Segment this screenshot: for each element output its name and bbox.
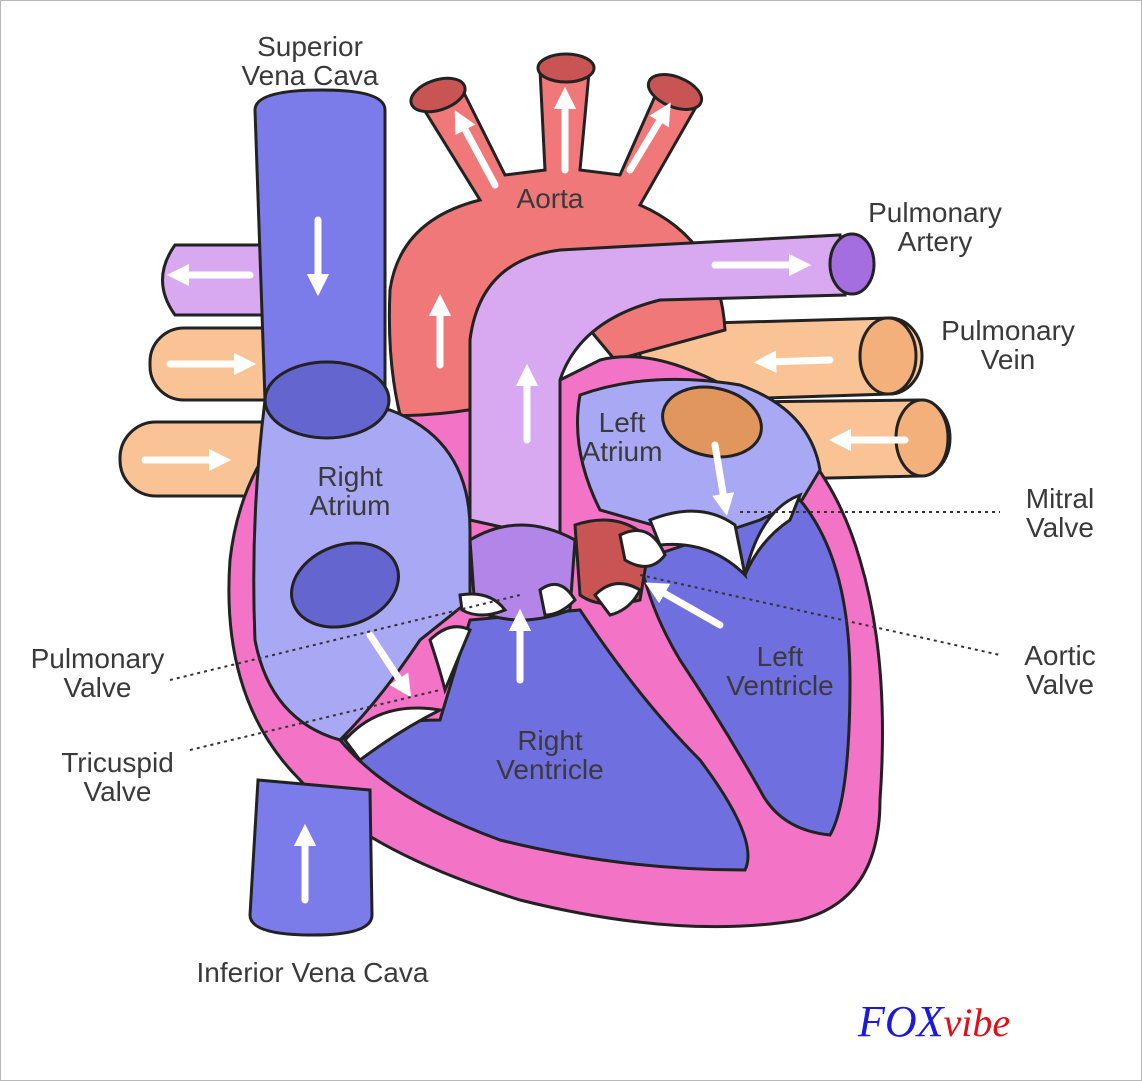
label-tricuspid-valve: Tricuspid Valve: [30, 748, 205, 806]
label-av-line2: Valve: [1026, 669, 1094, 700]
watermark-vibe: vibe: [943, 1000, 1011, 1045]
label-lv-line1: Left: [756, 641, 804, 672]
label-rv-line1: Right: [517, 725, 583, 756]
label-pulmonary-vein: Pulmonary Vein: [918, 316, 1098, 374]
label-ra-line2: Atrium: [309, 490, 391, 521]
label-tv-line2: Valve: [83, 776, 152, 807]
label-la-line1: Left: [598, 407, 646, 438]
label-mv-line1: Mitral: [1025, 483, 1095, 514]
pulmonary-artery-end: [828, 232, 876, 296]
watermark: FOXvibe: [858, 996, 1010, 1047]
inferior-vena-cava: [248, 778, 374, 937]
right-ventricle: [337, 608, 750, 872]
label-pulv-line2: Valve: [63, 672, 132, 703]
label-aortic-valve: Aortic Valve: [1000, 641, 1120, 699]
label-mitral-valve: Mitral Valve: [1000, 484, 1120, 542]
valve-cusps: [343, 492, 803, 763]
coronary-sinus: [290, 541, 400, 629]
flow-arrows: [141, 86, 909, 904]
pulmonary-vein-opening: [661, 385, 763, 459]
label-superior-vena-cava: Superior Vena Cava: [210, 32, 410, 90]
left-ventricle: [638, 498, 852, 837]
label-tv-line1: Tricuspid: [61, 747, 174, 778]
label-mv-line2: Valve: [1026, 512, 1094, 543]
label-inferior-vena-cava: Inferior Vena Cava: [196, 957, 429, 988]
label-rv-line2: Ventricle: [496, 754, 604, 785]
label-aorta: Aorta: [516, 183, 584, 214]
label-lv-line2: Ventricle: [726, 670, 834, 701]
label-left-atrium: Left Atrium: [562, 408, 682, 466]
svc-opening: [263, 360, 391, 440]
label-pv-line1: Pulmonary: [941, 315, 1075, 346]
label-la-line2: Atrium: [581, 436, 663, 467]
label-av-line1: Aortic: [1024, 640, 1096, 671]
label-right-ventricle: Right Ventricle: [470, 726, 630, 784]
label-right-atrium: Right Atrium: [290, 462, 410, 520]
label-pulmonary-artery: Pulmonary Artery: [845, 198, 1025, 256]
leader-lines: [169, 511, 1001, 751]
label-left-ventricle: Left Ventricle: [710, 642, 850, 700]
label-pa-line2: Artery: [897, 226, 973, 257]
label-svc-line1: Superior: [257, 31, 363, 62]
label-ra-line1: Right: [317, 461, 383, 492]
label-pa-line1: Pulmonary: [868, 197, 1002, 228]
label-svc-line2: Vena Cava: [241, 60, 379, 91]
watermark-fox: FOX: [858, 997, 944, 1046]
label-pulmonary-valve: Pulmonary Valve: [10, 644, 185, 702]
label-pulv-line1: Pulmonary: [30, 643, 165, 674]
label-pv-line2: Vein: [980, 344, 1036, 375]
